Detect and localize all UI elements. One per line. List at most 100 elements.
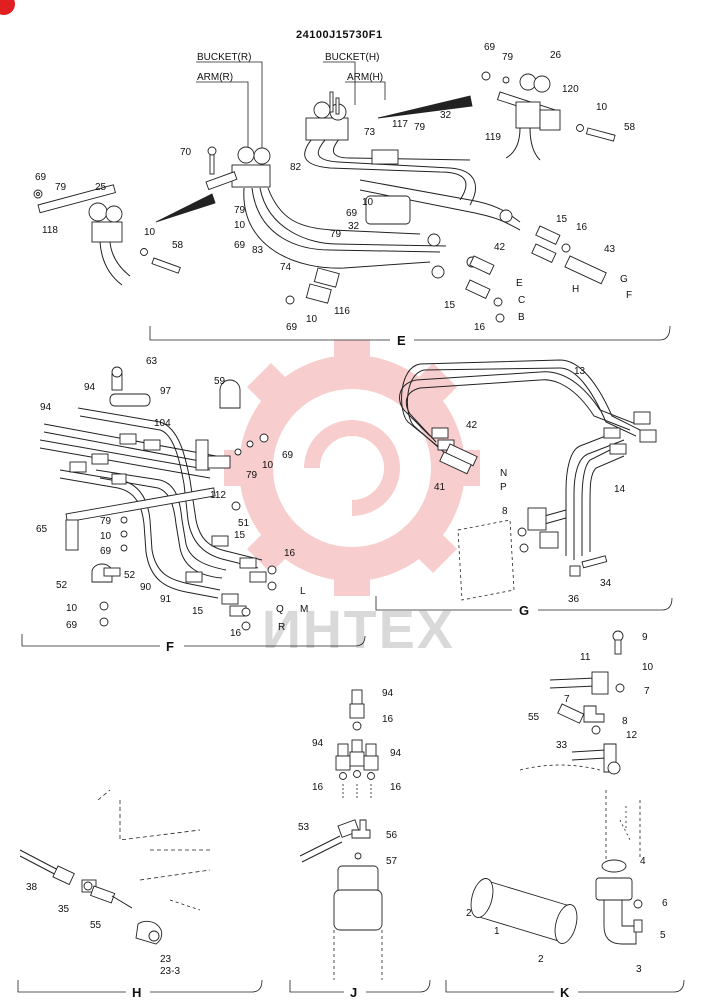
part-94: 94: [382, 688, 394, 699]
parts-h: [19, 849, 163, 945]
part-10: 10: [234, 220, 246, 231]
view-label-k: K: [560, 985, 570, 1000]
part-117: 117: [392, 119, 408, 130]
part-79: 79: [330, 229, 342, 240]
part-69: 69: [286, 322, 298, 333]
part-16: 16: [576, 222, 588, 233]
part-16: 16: [284, 548, 296, 559]
direction-arrow-left: [155, 193, 216, 223]
part-16: 16: [230, 628, 242, 639]
part-10: 10: [306, 314, 318, 325]
part-52: 52: [56, 580, 68, 591]
part-23: 23: [160, 954, 172, 965]
part-104: 104: [154, 418, 171, 429]
part-58: 58: [624, 122, 636, 133]
part-112: 112: [210, 490, 226, 501]
fittings-e-right: [285, 209, 607, 323]
part-26: 26: [550, 50, 562, 61]
part-7: 7: [644, 686, 650, 697]
part-53: 53: [298, 822, 310, 833]
label-bucket-r: BUCKET(R): [197, 52, 251, 63]
part-79: 79: [55, 182, 67, 193]
part-16: 16: [390, 782, 402, 793]
part-51: 51: [238, 518, 250, 529]
part-116: 116: [334, 306, 350, 317]
part-1: 1: [494, 926, 500, 937]
part-35: 35: [58, 904, 70, 915]
part-79: 79: [234, 205, 246, 216]
label-bucket-h: BUCKET(H): [325, 52, 379, 63]
part-42: 42: [494, 242, 506, 253]
part-90: 90: [140, 582, 152, 593]
part-58: 58: [172, 240, 184, 251]
part-15: 15: [234, 530, 246, 541]
part-69: 69: [234, 240, 246, 251]
fittings-f: [69, 366, 277, 631]
part-59: 59: [214, 376, 226, 387]
section-h: 38 35 55 23 23-3 H: [17, 789, 263, 1000]
port-e: E: [516, 278, 523, 289]
part-119: 119: [485, 132, 501, 143]
part-56: 56: [386, 830, 398, 841]
part-34: 34: [600, 578, 612, 589]
section-k: 9 10 11 7 7 8 55 33 12 4 2 1 2 6 5 3 K: [445, 630, 685, 1000]
label-arm-h: ARM(H): [347, 72, 383, 83]
port-b: B: [518, 312, 525, 323]
part-63: 63: [146, 356, 158, 367]
part-15: 15: [444, 300, 456, 311]
part-10: 10: [100, 531, 112, 542]
port-m: M: [300, 604, 308, 615]
section-g: 13 42 41 14 8 36 34 N P G: [375, 359, 673, 618]
part-69: 69: [35, 172, 47, 183]
pipe-bundle-g: [399, 359, 657, 601]
port-f: F: [626, 290, 632, 301]
section-k-part-numbers: 9 10 11 7 7 8 55 33 12 4 2 1 2 6 5 3: [466, 632, 668, 975]
section-h-part-numbers: 38 35 55 23 23-3: [26, 882, 180, 977]
port-h: H: [572, 284, 579, 295]
part-14: 14: [614, 484, 626, 495]
direction-arrow-right: [377, 95, 473, 119]
section-e: BUCKET(R) ARM(R) BUCKET(H) ARM(H): [33, 42, 671, 348]
part-79: 79: [100, 516, 112, 527]
part-2: 2: [466, 908, 472, 919]
port-q: Q: [276, 604, 284, 615]
part-74: 74: [280, 262, 292, 273]
part-57: 57: [386, 856, 398, 867]
part-8: 8: [622, 716, 628, 727]
part-10: 10: [262, 460, 274, 471]
part-10: 10: [596, 102, 608, 113]
corner-badge: [0, 0, 15, 15]
part-79: 79: [246, 470, 258, 481]
part-94: 94: [84, 382, 96, 393]
part-38: 38: [26, 882, 38, 893]
part-10: 10: [144, 227, 156, 238]
part-4: 4: [640, 856, 646, 867]
valve-block-top-right: [481, 71, 616, 161]
part-52: 52: [124, 570, 136, 581]
port-r: R: [278, 622, 285, 633]
part-15: 15: [192, 606, 204, 617]
section-j: 94 16 94 94 16 16 53 56 57 J: [289, 688, 431, 1000]
part-79: 79: [502, 52, 514, 63]
part-94: 94: [312, 738, 324, 749]
part-16: 16: [312, 782, 324, 793]
part-70: 70: [180, 147, 192, 158]
watermark-text: ИНТЕХ: [262, 600, 455, 660]
part-8: 8: [502, 506, 508, 517]
valve-block-left: [33, 184, 181, 286]
drawing-code: 24100J15730F1: [296, 29, 383, 41]
part-43: 43: [604, 244, 616, 255]
part-83: 83: [252, 245, 264, 256]
pipe-bundle-f: [39, 407, 263, 599]
part-97: 97: [160, 386, 172, 397]
part-91: 91: [160, 594, 172, 605]
part-2: 2: [538, 954, 544, 965]
port-c: C: [518, 295, 525, 306]
part-73: 73: [364, 127, 376, 138]
part-69: 69: [484, 42, 496, 53]
section-j-part-numbers: 94 16 94 94 16 16 53 56 57: [298, 688, 402, 867]
view-label-e: E: [397, 333, 406, 348]
part-7: 7: [564, 694, 570, 705]
part-5: 5: [660, 930, 666, 941]
part-13: 13: [574, 366, 586, 377]
